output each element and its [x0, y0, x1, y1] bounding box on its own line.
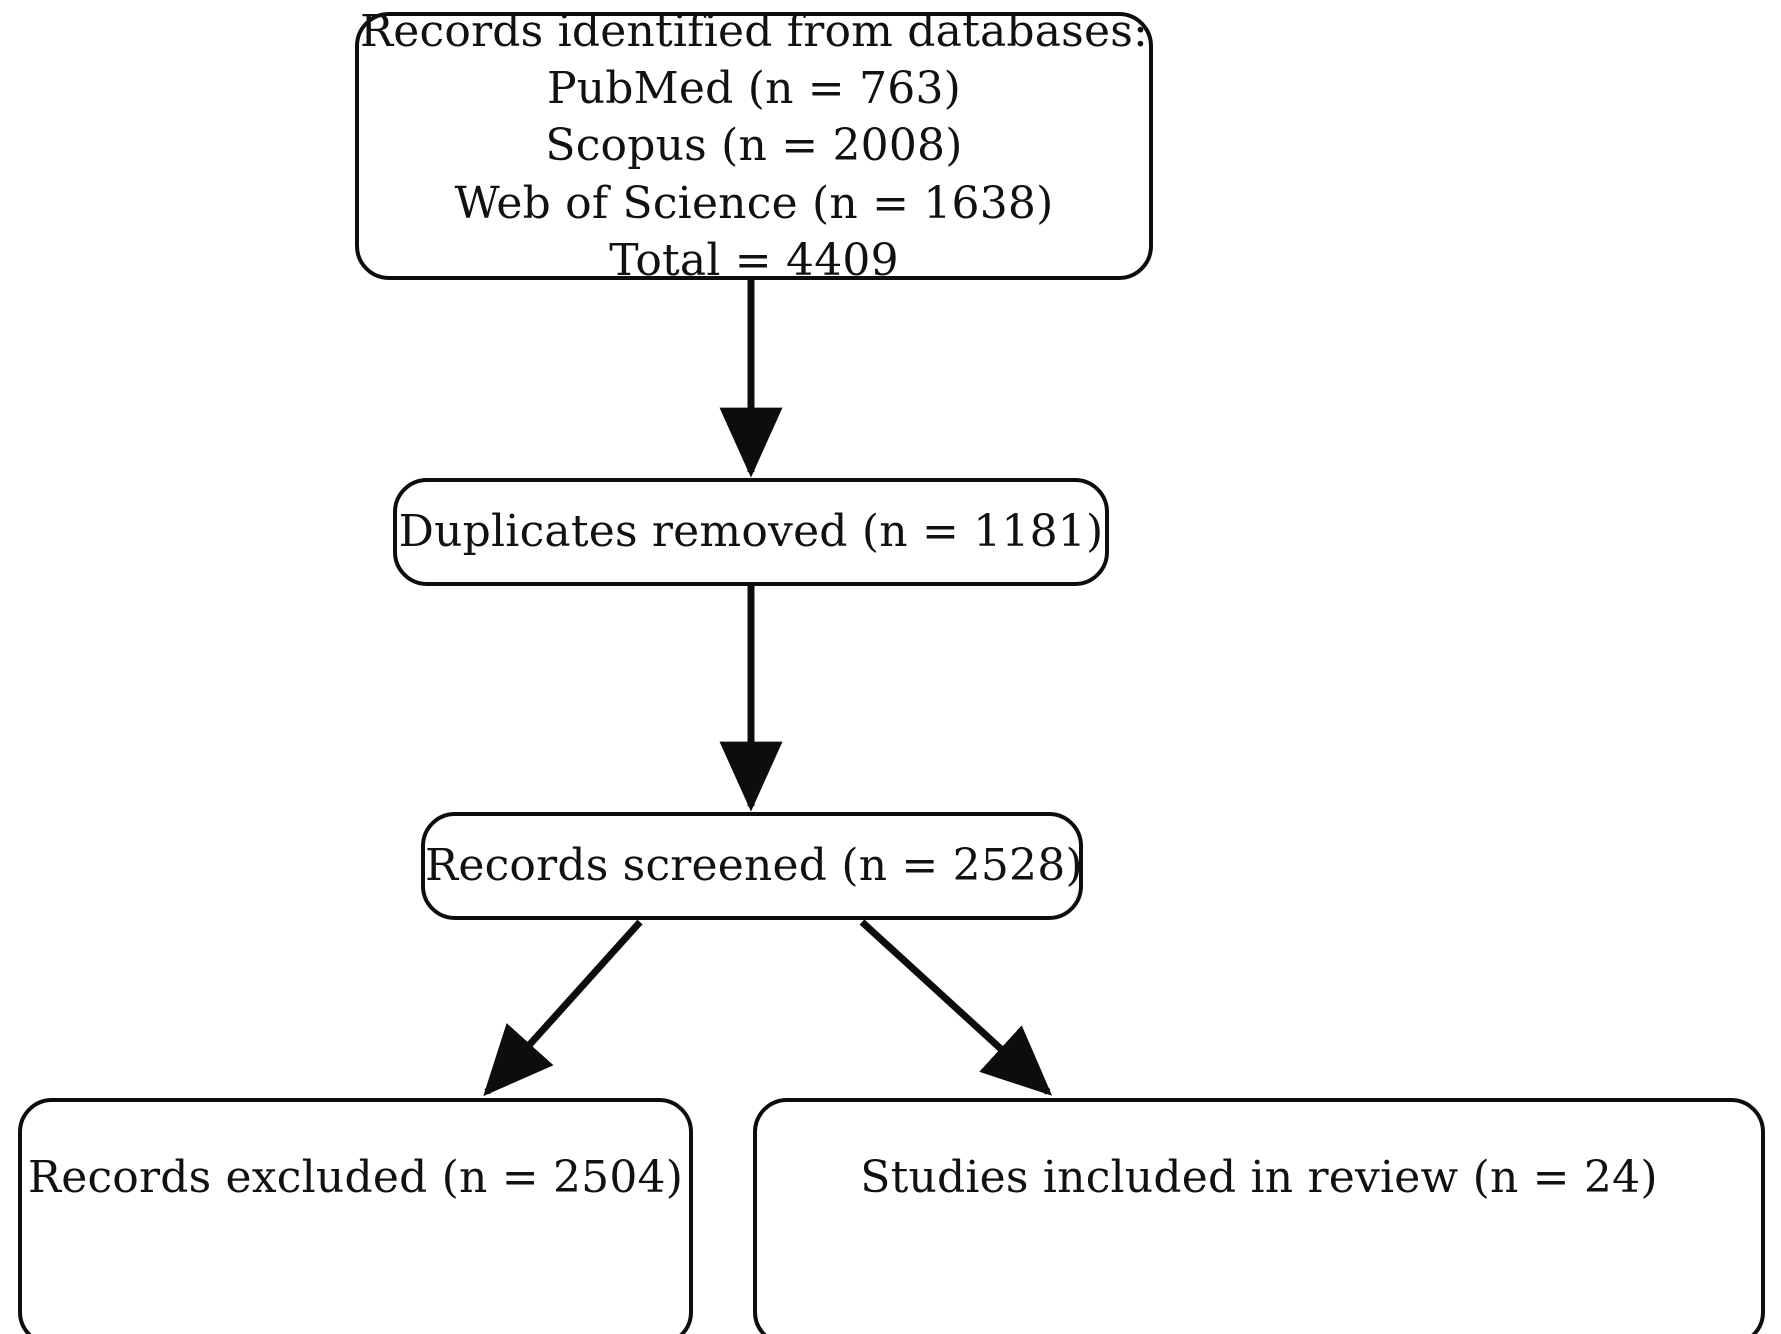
node-records-identified: Records identified from databases: PubMe… — [355, 6, 1153, 286]
node-duplicates-removed-text: Duplicates removed (n = 1181) — [397, 503, 1105, 560]
text-line: PubMed (n = 763) — [546, 63, 962, 115]
text-line: Records identified from databases: — [359, 6, 1149, 58]
node-studies-included-text: Studies included in review (n = 24) — [757, 1149, 1761, 1206]
arrow-screened-to-excluded — [483, 919, 643, 1097]
text-line: Studies included in review (n = 24) — [860, 1152, 1658, 1204]
text-line: Web of Science (n = 1638) — [454, 177, 1054, 229]
node-records-identified-text: Records identified from databases: PubMe… — [359, 3, 1149, 289]
node-records-excluded: Records excluded (n = 2504) — [18, 1098, 693, 1334]
node-records-excluded-text: Records excluded (n = 2504) — [22, 1149, 689, 1206]
text-line: Scopus (n = 2008) — [545, 120, 963, 172]
node-records-screened: Records screened (n = 2528) — [421, 812, 1083, 920]
node-records-screened-text: Records screened (n = 2528) — [425, 837, 1083, 894]
text-line: Duplicates removed (n = 1181) — [398, 506, 1104, 558]
node-duplicates-removed: Duplicates removed (n = 1181) — [393, 478, 1109, 586]
arrow-screened-to-included — [859, 919, 1053, 1096]
text-line: Records excluded (n = 2504) — [27, 1152, 684, 1204]
text-line: Total = 4409 — [609, 234, 899, 286]
text-line: Records screened (n = 2528) — [425, 840, 1083, 892]
node-studies-included: Studies included in review (n = 24) — [753, 1098, 1765, 1334]
